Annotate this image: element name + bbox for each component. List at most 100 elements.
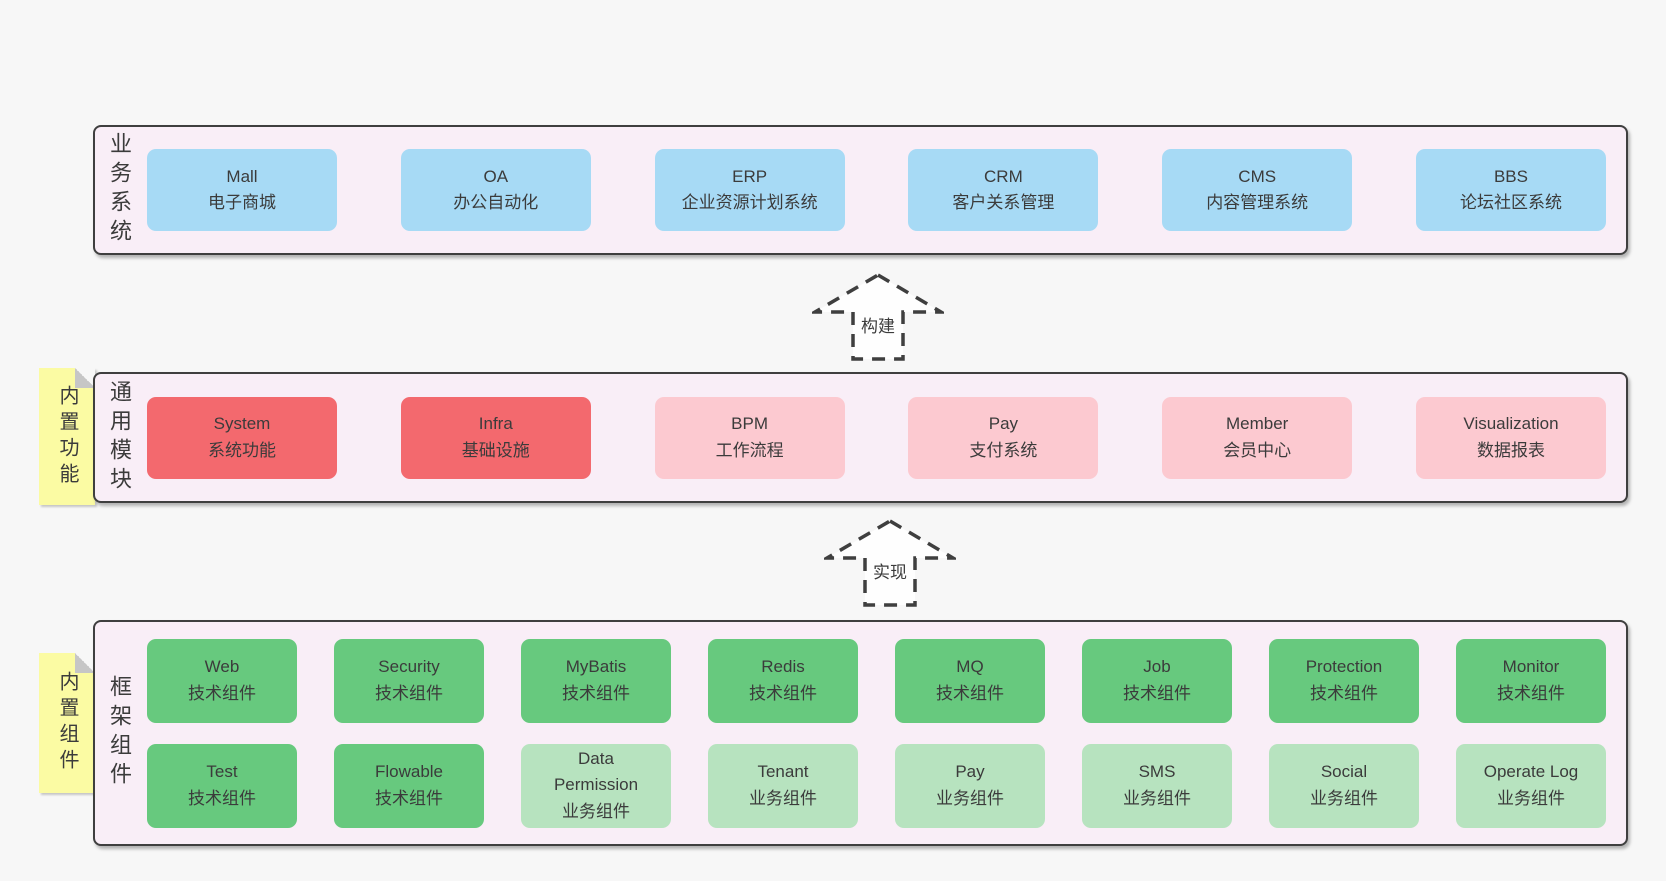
box-mybatis: MyBatis 技术组件 [521,638,671,723]
box-subtitle: 内容管理系统 [1206,193,1309,212]
box-subtitle: 会员中心 [1223,440,1292,460]
box-monitor: Monitor 技术组件 [1456,638,1606,723]
box-subtitle: 技术组件 [562,683,630,703]
box-tenant: Tenant 业务组件 [708,743,858,828]
components-box-grid: Web 技术组件 Security 技术组件 MyBatis 技术组件 Redi… [143,622,1626,844]
box-subtitle: 业务组件 [749,788,817,808]
section-label: 通用模块 [107,379,132,496]
box-title: Monitor [1502,657,1560,677]
box-subtitle: 系统功能 [208,440,276,460]
folded-corner-icon [75,653,95,673]
box-erp: ERP 企业资源计划系统 [654,149,845,231]
box-protection: Protection 技术组件 [1269,638,1419,723]
section-label: 业务系统 [107,132,132,248]
box-subtitle: 支付系统 [969,440,1038,460]
box-subtitle: 技术组件 [749,683,817,703]
section-business-systems: 业务系统 Mall 电子商城 OA 办公自动化 ERP 企业资源计划系统 CRM… [93,125,1628,255]
section-label: 框架组件 [107,675,132,791]
box-subtitle: 论坛社区系统 [1459,193,1562,212]
business-box-row: Mall 电子商城 OA 办公自动化 ERP 企业资源计划系统 CRM 客户关系… [143,127,1626,253]
box-title: MyBatis [565,657,627,677]
box-web: Web 技术组件 [147,638,297,723]
box-title: Data Permission [553,748,639,795]
box-subtitle: 技术组件 [1310,683,1378,703]
box-subtitle: 客户关系管理 [952,193,1055,212]
box-title: Flowable [374,762,444,782]
box-subtitle: 电子商城 [208,193,276,212]
box-title: Operate Log [1483,762,1579,782]
box-subtitle: 业务组件 [936,788,1004,808]
section-framework-components: 框架组件 Web 技术组件 Security 技术组件 MyBatis 技术组件… [93,620,1628,846]
box-crm: CRM 客户关系管理 [908,149,1099,231]
box-bpm: BPM 工作流程 [654,396,845,479]
box-subtitle: 技术组件 [375,683,443,703]
box-subtitle: 技术组件 [375,788,443,808]
arrow-label: 构建 [857,312,899,337]
arrow-implement-up: 实现 [824,518,956,608]
box-pay-system: Pay 支付系统 [908,396,1099,479]
section-common-modules: 通用模块 System 系统功能 Infra 基础设施 BPM 工作流程 Pay… [93,372,1628,503]
box-infra: Infra 基础设施 [400,396,591,479]
box-title: ERP [732,166,768,186]
components-row-2: Test 技术组件 Flowable 技术组件 Data Permission … [147,743,1606,828]
box-title: Member [1226,414,1289,434]
box-flowable: Flowable 技术组件 [334,743,484,828]
box-pay-component: Pay 业务组件 [895,743,1045,828]
box-social: Social 业务组件 [1269,743,1419,828]
box-member: Member 会员中心 [1162,396,1353,479]
box-title: CRM [984,166,1023,186]
box-title: Test [206,762,238,782]
box-oa: OA 办公自动化 [400,149,591,231]
box-title: Protection [1305,657,1383,677]
box-visualization: Visualization 数据报表 [1415,396,1606,479]
box-title: Pay [988,414,1019,434]
box-subtitle: 工作流程 [715,440,784,460]
box-subtitle: 数据报表 [1476,440,1545,460]
arrow-build-up: 构建 [812,272,944,362]
box-title: CMS [1238,166,1277,186]
box-subtitle: 技术组件 [188,788,256,808]
box-subtitle: 技术组件 [188,683,256,703]
box-cms: CMS 内容管理系统 [1162,149,1353,231]
box-title: Security [378,657,440,677]
box-subtitle: 基础设施 [461,440,530,460]
box-subtitle: 业务组件 [1123,788,1191,808]
box-title: System [213,414,271,434]
folded-corner-icon [75,368,95,388]
box-sms: SMS 业务组件 [1082,743,1232,828]
box-subtitle: 技术组件 [936,683,1004,703]
box-title: Redis [761,657,805,677]
box-subtitle: 业务组件 [1310,788,1378,808]
box-title: Infra [478,414,513,434]
box-title: Job [1143,657,1171,677]
sticky-note-label: 内置组件 [56,671,78,775]
box-title: Pay [955,762,985,782]
box-title: Tenant [757,762,809,782]
box-redis: Redis 技术组件 [708,638,858,723]
box-operate-log: Operate Log 业务组件 [1456,743,1606,828]
box-title: BPM [731,414,769,434]
box-security: Security 技术组件 [334,638,484,723]
box-subtitle: 业务组件 [1497,788,1565,808]
box-job: Job 技术组件 [1082,638,1232,723]
box-subtitle: 技术组件 [1123,683,1191,703]
box-data-permission: Data Permission 业务组件 [521,743,671,828]
box-bbs: BBS 论坛社区系统 [1415,149,1606,231]
sticky-note-builtin-features: 内置功能 [39,368,95,505]
box-title: Social [1320,762,1368,782]
box-title: BBS [1493,166,1528,186]
box-title: MQ [956,657,984,677]
box-title: Visualization [1463,414,1559,434]
modules-box-row: System 系统功能 Infra 基础设施 BPM 工作流程 Pay 支付系统… [143,374,1626,501]
box-title: Web [204,657,240,677]
box-subtitle: 企业资源计划系统 [681,193,818,212]
box-title: SMS [1138,762,1176,782]
box-subtitle: 技术组件 [1497,683,1565,703]
sticky-note-builtin-components: 内置组件 [39,653,95,793]
arrow-label: 实现 [869,558,911,583]
sticky-note-label: 内置功能 [56,384,78,489]
box-system: System 系统功能 [147,396,337,479]
box-test: Test 技术组件 [147,743,297,828]
box-mq: MQ 技术组件 [895,638,1045,723]
box-title: Mall [226,166,258,186]
